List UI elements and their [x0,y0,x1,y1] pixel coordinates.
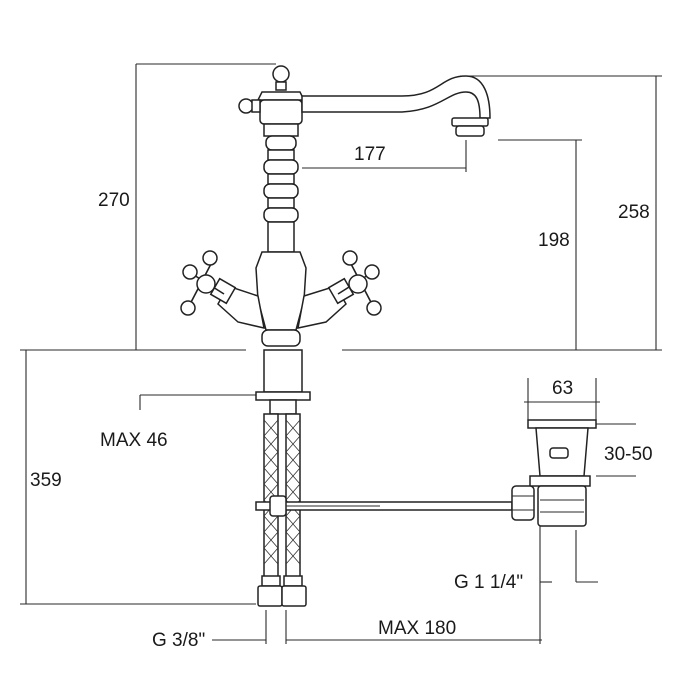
dim-waste-range: 30-50 [604,444,653,465]
right-handle [337,250,382,316]
dimension-lines [20,63,662,644]
dim-spout-reach: 177 [354,144,386,165]
dim-waste-width: 63 [552,378,573,399]
dim-max-rod: MAX 180 [378,618,456,639]
pull-rod [255,495,513,517]
dim-max-thickness: MAX 46 [100,430,168,451]
supply-hoses [255,349,311,607]
dim-total-height: 270 [98,190,130,211]
dim-waste-thread: G 1 1/4" [454,572,523,593]
left-handle [180,250,225,316]
dim-hose-thread: G 3/8" [152,630,205,651]
pop-up-waste [511,419,597,527]
dim-spout-height: 198 [538,230,570,251]
dim-below-deck: 359 [30,470,62,491]
mixer-tap [180,65,491,347]
dim-overall-height: 258 [618,202,650,223]
